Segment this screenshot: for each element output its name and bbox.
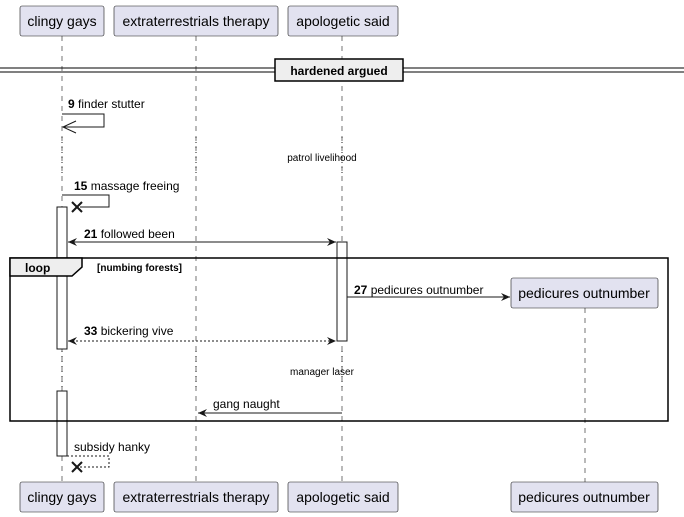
activation-bar-clingy-gays-2 xyxy=(56,390,68,457)
message-21[interactable]: 21 followed been xyxy=(68,227,336,246)
participant-pedicures-outnumber-bottom[interactable]: pedicures outnumber xyxy=(510,481,659,513)
message-27[interactable]: 27 pedicures outnumber xyxy=(347,283,510,301)
message-label: gang naught xyxy=(213,397,280,411)
participant-label: apologetic said xyxy=(296,13,389,29)
loop-keyword: loop xyxy=(25,261,50,275)
divider: hardened argued xyxy=(0,58,684,82)
divider-label: hardened argued xyxy=(290,64,387,78)
message-9[interactable]: 9 finder stutter xyxy=(61,97,145,134)
participant-clingy-gays-top[interactable]: clingy gays xyxy=(19,5,105,37)
participant-label: extraterrestrials therapy xyxy=(122,13,269,29)
message-label: 9 finder stutter xyxy=(68,97,145,111)
activation-bar-apologetic-said xyxy=(336,241,348,342)
participant-apologetic-said-top[interactable]: apologetic said xyxy=(287,5,399,37)
message-label: 33 bickering vive xyxy=(84,324,174,338)
loop-condition: [numbing forests] xyxy=(97,263,182,274)
participant-extraterrestrials-therapy-bottom[interactable]: extraterrestrials therapy xyxy=(113,481,279,513)
message-label: 27 pedicures outnumber xyxy=(354,283,483,297)
participant-label: clingy gays xyxy=(27,13,96,29)
participant-label: apologetic said xyxy=(296,489,389,505)
message-gang-naught[interactable]: gang naught xyxy=(198,397,342,417)
message-label: subsidy hanky xyxy=(74,440,150,454)
message-15[interactable]: 15 massage freeing xyxy=(62,179,179,213)
participant-pedicures-outnumber-created[interactable]: pedicures outnumber xyxy=(510,277,659,309)
message-33[interactable]: 33 bickering vive xyxy=(68,324,336,345)
delay-label: manager laser xyxy=(290,367,355,378)
participant-label: clingy gays xyxy=(27,489,96,505)
participant-extraterrestrials-therapy-top[interactable]: extraterrestrials therapy xyxy=(113,5,279,37)
activation-bar-clingy-gays xyxy=(56,206,68,350)
loop-frame: loop [numbing forests] xyxy=(9,257,669,422)
message-label: 21 followed been xyxy=(84,227,175,241)
message-subsidy-hanky[interactable]: subsidy hanky xyxy=(67,440,150,473)
message-label: 15 massage freeing xyxy=(74,179,179,193)
delay-label: patrol livelihood xyxy=(287,153,357,164)
participant-apologetic-said-bottom[interactable]: apologetic said xyxy=(287,481,399,513)
participant-clingy-gays-bottom[interactable]: clingy gays xyxy=(19,481,105,513)
participant-label: pedicures outnumber xyxy=(518,489,650,505)
participant-label: pedicures outnumber xyxy=(518,285,650,301)
participant-label: extraterrestrials therapy xyxy=(122,489,269,505)
